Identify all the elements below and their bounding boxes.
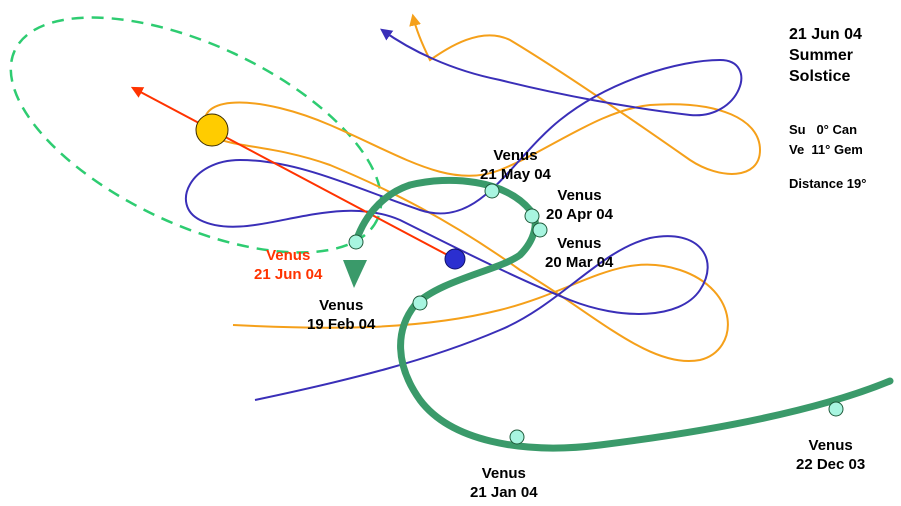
- venus-marker-19-feb-04: [412, 295, 428, 311]
- venus-label-name: Venus: [808, 437, 853, 454]
- venus-label-22-dec-03: Venus 22 Dec 03: [796, 436, 865, 474]
- venus-label-date: 19 Feb 04: [307, 316, 376, 333]
- venus-marker-20-apr-04: [524, 208, 540, 224]
- venus-label-20-apr-04: Venus 20 Apr 04: [546, 186, 613, 224]
- venus-label-20-mar-04: Venus 20 Mar 04: [545, 234, 613, 272]
- venus-label-name: Venus: [493, 147, 538, 164]
- venus-label-21-may-04: Venus 21 May 04: [480, 146, 551, 184]
- venus-label-date: 21 Jan 04: [470, 484, 538, 501]
- blue-orbit-curve: [184, 28, 743, 401]
- title-line-solstice: Solstice: [789, 68, 851, 85]
- title-line-summer: Summer: [789, 47, 854, 64]
- sun-icon: [195, 113, 229, 147]
- venus-label-name: Venus: [266, 247, 311, 264]
- venus-position-markers: [348, 183, 844, 445]
- venus-label-name: Venus: [557, 187, 602, 204]
- title-date: 21 Jun 04: [789, 26, 862, 43]
- venus-marker-21-jan-04: [509, 429, 525, 445]
- venus-label-name: Venus: [481, 465, 526, 482]
- venus-label-date: 21 Jun 04: [254, 266, 323, 283]
- venus-label-21-jun-04: Venus 21 Jun 04: [254, 246, 322, 284]
- sun-position-text: Su 0° Can: [789, 122, 858, 137]
- venus-path-arrowhead: [343, 260, 367, 288]
- venus-label-19-feb-04: Venus 19 Feb 04: [307, 296, 375, 334]
- venus-label-name: Venus: [557, 235, 602, 252]
- venus-marker-21-jun-04: [348, 234, 364, 250]
- venus-label-date: 20 Mar 04: [545, 254, 614, 271]
- venus-marker-20-mar-04: [532, 222, 548, 238]
- venus-position-text: Ve 11° Gem: [789, 142, 863, 157]
- distance-text: Distance 19°: [789, 176, 867, 191]
- venus-label-21-jan-04: Venus 21 Jan 04: [470, 464, 538, 502]
- dashed-orbit-ellipse: [9, 16, 383, 254]
- venus-marker-22-dec-03: [828, 401, 844, 417]
- positions-block: Su 0° Can Ve 11° Gem: [789, 120, 863, 160]
- solstice-title: 21 Jun 04 Summer Solstice: [789, 24, 862, 87]
- venus-label-date: 21 May 04: [480, 166, 551, 183]
- venus-label-name: Venus: [319, 297, 364, 314]
- sun-direction-line: [130, 86, 456, 260]
- venus-marker-21-may-04: [484, 183, 500, 199]
- earth-icon: [444, 248, 466, 270]
- venus-label-date: 20 Apr 04: [546, 206, 613, 223]
- orange-orbit-curve: [203, 13, 762, 363]
- venus-label-date: 22 Dec 03: [796, 456, 866, 473]
